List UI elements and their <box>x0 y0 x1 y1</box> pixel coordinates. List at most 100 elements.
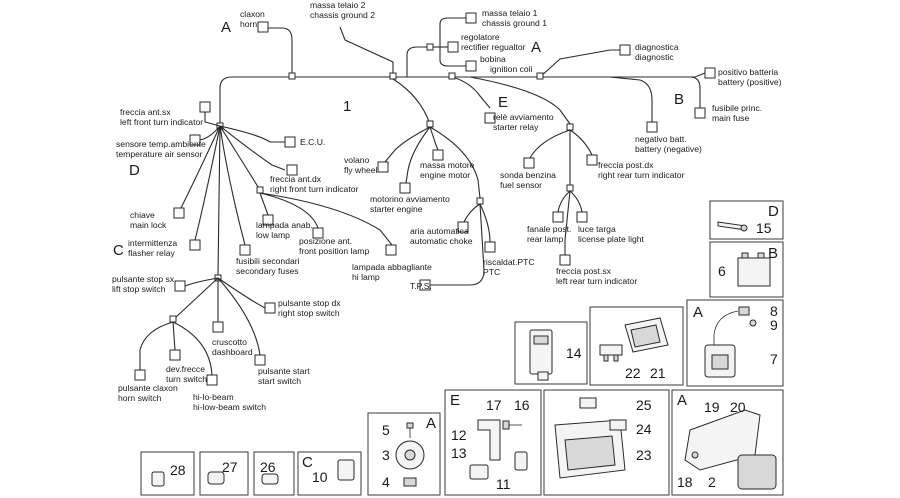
part-10: 10 <box>312 469 328 485</box>
label-stop-sx: pulsante stop sx <box>112 274 175 284</box>
label-ecu: E.C.U. <box>300 137 325 147</box>
label-ground1: chassis ground 1 <box>482 18 547 28</box>
horn-connector <box>257 21 269 33</box>
label-auto-choke: automatic choke <box>410 236 473 246</box>
main-harness <box>134 12 716 386</box>
label-hi-low-switch: hi-low-beam switch <box>193 402 266 412</box>
letter-e: E <box>498 94 508 111</box>
box-21-22: 22 21 <box>589 306 684 386</box>
label-pulsante-claxon: pulsante claxon <box>118 383 178 393</box>
box-d-letter: D <box>768 203 779 220</box>
label-horn-switch: horn switch <box>118 393 162 403</box>
label-start-switch: start switch <box>258 376 301 386</box>
part-6: 6 <box>718 263 726 279</box>
letter-a-horn: A <box>221 19 231 36</box>
label-starter-engine: starter engine <box>370 204 423 214</box>
box-e: E 17 16 12 13 11 <box>444 389 542 496</box>
label-hi-lamp: hi lamp <box>352 272 380 282</box>
part-17: 17 <box>486 397 502 413</box>
label-engine-motor: engine motor <box>420 170 470 180</box>
label-fuel-sensor: fuel sensor <box>500 180 542 190</box>
label-lift-stop: lift stop switch <box>112 284 166 294</box>
label-diagnostica: diagnostica <box>635 42 679 52</box>
part-21: 21 <box>650 365 666 381</box>
label-left-rear: left rear turn indicator <box>556 276 637 286</box>
box-c-letter: C <box>302 454 313 471</box>
part-26: 26 <box>260 459 276 475</box>
label-diagnostic: diagnostic <box>635 52 674 62</box>
label-position-lamp: front position lamp <box>299 246 369 256</box>
label-pulsante-start: pulsante start <box>258 366 310 376</box>
part-3: 3 <box>382 447 390 463</box>
label-regolatore: regolatore <box>461 32 500 42</box>
label-freccia-post-sx: freccia post.sx <box>556 266 612 276</box>
part-12: 12 <box>451 427 467 443</box>
label-sensore: sensore temp.ambiente <box>116 139 206 149</box>
part-16: 16 <box>514 397 530 413</box>
part-14: 14 <box>566 345 582 361</box>
label-motorino: motorino avviamento <box>370 194 450 204</box>
part-9: 9 <box>770 317 778 333</box>
label-chiave: chiave <box>130 210 155 220</box>
letter-c: C <box>113 242 124 259</box>
label-intermittenza: intermittenza <box>128 238 177 248</box>
part-4: 4 <box>382 474 390 490</box>
label-right-rear: right rear turn indicator <box>598 170 685 180</box>
label-right-stop: right stop switch <box>278 308 340 318</box>
label-fusibili-sec: fusibili secondari <box>236 256 300 266</box>
box-a-horn: A 5 3 4 <box>367 412 441 496</box>
part-7: 7 <box>770 351 778 367</box>
label-riscaldat: riscaldat.PTC <box>483 257 535 267</box>
part-13: 13 <box>451 445 467 461</box>
label-air-sensor: temperature air sensor <box>116 149 203 159</box>
label-freccia-ant-dx: freccia ant.dx <box>270 174 322 184</box>
label-rectifier: rectifier regualtor <box>461 42 526 52</box>
label-battery-positive: battery (positive) <box>718 77 782 87</box>
label-ptc: PTC <box>483 267 500 277</box>
box-23-24-25: 25 24 23 <box>543 389 670 496</box>
label-turn-switch: turn switch <box>166 374 207 384</box>
label-hi-lo: hi-lo-beam <box>193 392 234 402</box>
label-aria: aria automatica <box>410 226 469 236</box>
box-d: D 15 <box>709 200 784 240</box>
box-26: 26 <box>253 451 295 496</box>
part-22: 22 <box>625 365 641 381</box>
label-cruscotto: cruscotto <box>212 337 247 347</box>
box-a3-letter: A <box>677 392 687 409</box>
part-5: 5 <box>382 422 390 438</box>
label-horn: horn <box>240 19 257 29</box>
diagram-labels: claxon horn massa telaio 2 chassis groun… <box>112 0 782 412</box>
box-14: 14 <box>514 321 588 385</box>
label-fusibile: fusibile princ. <box>712 103 762 113</box>
label-sonda: sonda benzina <box>500 170 556 180</box>
label-ground2: chassis ground 2 <box>310 10 375 20</box>
letter-b: B <box>674 91 684 108</box>
box-a1-letter: A <box>693 304 703 321</box>
label-volano: volano <box>344 155 370 165</box>
harness-number: 1 <box>343 98 351 115</box>
part-23: 23 <box>636 447 652 463</box>
label-stop-dx: pulsante stop dx <box>278 298 341 308</box>
box-a-coil: A 8 9 7 <box>686 299 784 387</box>
box-a2-letter: A <box>426 415 436 432</box>
label-license-plate: license plate light <box>578 234 645 244</box>
label-main-fuse: main fuse <box>712 113 749 123</box>
part-24: 24 <box>636 421 652 437</box>
label-main-lock: main lock <box>130 220 167 230</box>
box-28: 28 <box>140 451 195 496</box>
letter-d: D <box>129 162 140 179</box>
label-negativo: negativo batt. <box>635 134 687 144</box>
label-freccia-post-dx: freccia post.dx <box>598 160 654 170</box>
label-low-lamp: low lamp <box>256 230 290 240</box>
label-claxon: claxon <box>240 9 265 19</box>
part-27: 27 <box>222 459 238 475</box>
label-flywheel: fly wheel <box>344 165 378 175</box>
label-freccia-ant-sx: freccia ant.sx <box>120 107 171 117</box>
label-bobina: bobina <box>480 54 506 64</box>
box-27: 27 <box>199 451 249 496</box>
label-positivo: positivo batteria <box>718 67 778 77</box>
part-25: 25 <box>636 397 652 413</box>
label-starter-relay: starter relay <box>493 122 539 132</box>
label-right-front: right front turn indicator <box>270 184 359 194</box>
